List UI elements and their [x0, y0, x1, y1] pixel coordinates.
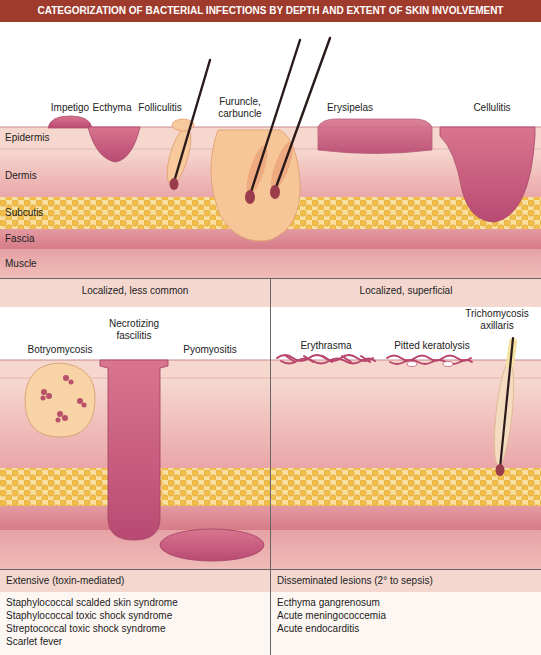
cellulitis-lesion [440, 127, 535, 222]
lesion-label: Erysipelas [327, 102, 373, 114]
furuncle-lesion [211, 130, 300, 241]
lesion-label: Cellulitis [473, 102, 510, 114]
filament [277, 355, 373, 361]
hair-shaft [174, 60, 210, 182]
category-item: Acute meningococcemia [271, 609, 541, 622]
ecthyma-lesion [88, 127, 140, 162]
granule [69, 380, 74, 385]
hair-shaft [500, 338, 513, 468]
lesion-label: Botryomycosis [27, 344, 92, 356]
lesion-label: Pyomyositis [183, 344, 236, 356]
layer-label: Fascia [5, 233, 34, 245]
granule [57, 411, 63, 417]
panel-header: Localized, superficial [271, 279, 541, 307]
lesion-label: Folliculitis [138, 102, 181, 114]
follicle [267, 139, 298, 193]
lesion-label: Ecthyma [93, 102, 132, 114]
lesion-label: Furuncle, carbuncle [212, 96, 268, 120]
layer-label: Muscle [5, 258, 37, 270]
category-item: Streptococcal toxic shock syndrome [0, 622, 270, 635]
granule [41, 389, 47, 395]
follicle [491, 361, 518, 466]
filament [387, 356, 471, 361]
lesion-label: Erythrasma [300, 340, 351, 352]
layer-label: Dermis [5, 170, 37, 182]
panel-ground [0, 22, 541, 278]
hair-bulb [270, 185, 280, 199]
hair-shaft [275, 38, 330, 190]
panel-header: Localized, less common [0, 279, 270, 307]
pit [407, 362, 417, 367]
muscle-layer [0, 249, 541, 278]
granule [82, 403, 87, 408]
hair-bulb [245, 190, 255, 204]
category-item: Staphylococcal toxic shock syndrome [0, 609, 270, 622]
botryomycosis-lesion [25, 363, 95, 437]
lesion-label: Necrotizing fascilitis [101, 318, 167, 342]
filament [390, 360, 472, 364]
granules [41, 375, 87, 423]
pyomyositis-lesion [160, 529, 264, 561]
granule [63, 375, 69, 381]
hair-bulb [170, 178, 179, 190]
category-heading: Disseminated lesions (2° to sepsis) [271, 570, 541, 592]
erythrasma-filaments [277, 355, 375, 364]
pit [443, 362, 453, 367]
lesion-label: Impetigo [51, 102, 89, 114]
granule [41, 396, 46, 401]
layer-label: Subcutis [5, 207, 43, 219]
granule [77, 398, 83, 404]
category-item: Ecthyma gangrenosum [271, 596, 541, 609]
filament [286, 356, 370, 362]
granule [46, 393, 52, 399]
hair-bulb [496, 464, 505, 476]
layer-label: Epidermis [5, 132, 49, 144]
impetigo-lesion [48, 116, 92, 128]
lesion-label: Pitted keratolysis [394, 340, 470, 352]
category-heading: Localized, less common [0, 279, 270, 303]
category-box: Extensive (toxin-mediated) Staphylococcal… [0, 570, 270, 655]
figure-title: CATEGORIZATION OF BACTERIAL INFECTIONS B… [0, 0, 541, 22]
category-item: Staphylococcal scalded skin syndrome [0, 596, 270, 609]
lesion-label: Trichomycosis axillaris [461, 308, 533, 332]
title-band [0, 0, 541, 22]
category-box: Disseminated lesions (2° to sepsis) Ecthy… [271, 570, 541, 655]
category-heading: Localized, superficial [271, 279, 541, 303]
granule [62, 415, 68, 421]
category-heading: Extensive (toxin-mediated) [0, 570, 270, 592]
granule [56, 418, 61, 423]
category-item: Acute endocarditis [271, 622, 541, 635]
necrotizing-lesion [100, 360, 168, 540]
category-item: Scarlet fever [0, 635, 270, 648]
erysipelas-lesion [318, 119, 432, 154]
keratolysis-filaments [387, 356, 472, 365]
follicle [162, 126, 195, 187]
